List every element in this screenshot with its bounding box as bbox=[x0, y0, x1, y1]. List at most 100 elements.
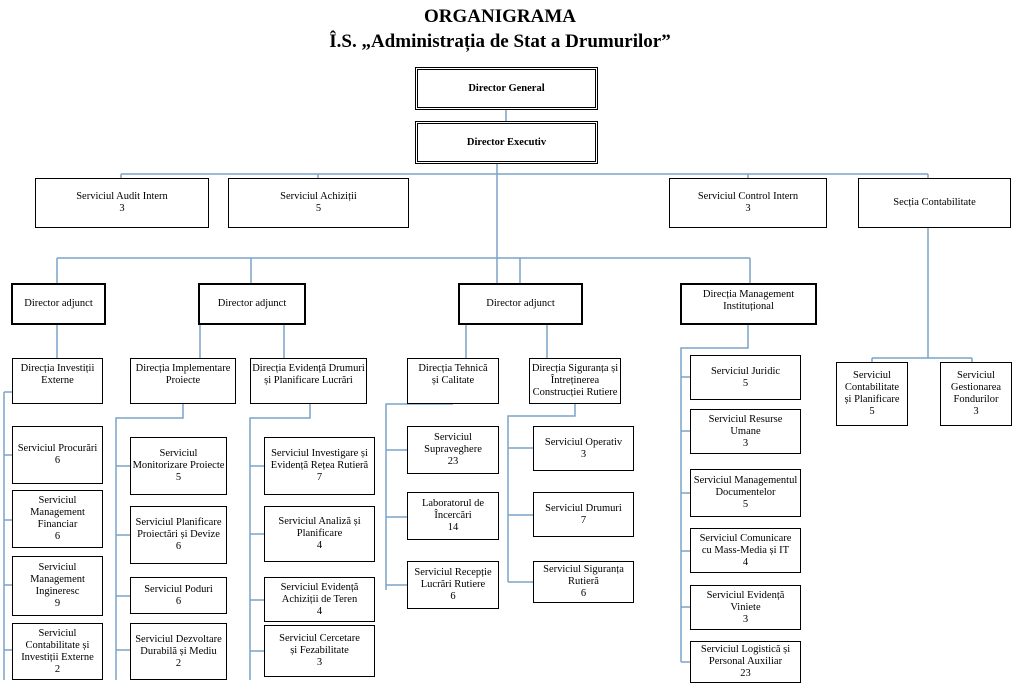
serviciu-management-4-count: 4 bbox=[742, 556, 749, 568]
directia-implementare-proiecte-name: Direcția Implementare Proiecte bbox=[135, 363, 231, 386]
directia-implementare-proiecte: Direcția Implementare Proiecte bbox=[130, 358, 236, 404]
serviciul-audit-intern-count: 3 bbox=[119, 203, 125, 214]
director-adjunct-3-name: Director adjunct bbox=[486, 298, 555, 309]
directia-siguranta-intretinere-name: Direcția Siguranța și Întreținerea Const… bbox=[531, 363, 619, 398]
directia-siguranta-intretinere: Direcția Siguranța și Întreținerea Const… bbox=[529, 358, 621, 404]
directia-evidenta-drumuri-name: Direcția Evidență Drumuri și Planificare… bbox=[252, 363, 365, 386]
serviciu-evidenta-1-count: 7 bbox=[316, 472, 323, 483]
serviciu-management-1-count: 5 bbox=[742, 377, 749, 389]
serviciu-tehnica-3-name: Serviciul Recepție Lucrări Rutiere bbox=[414, 567, 492, 590]
serviciu-evidenta-4-name: Serviciul Cercetare și Fezabilitate bbox=[279, 633, 360, 656]
directia-evidenta-drumuri: Direcția Evidență Drumuri și Planificare… bbox=[250, 358, 367, 404]
serviciu-evidenta-1-name: Serviciul Investigare și Evidență Rețea … bbox=[270, 448, 369, 471]
serviciu-contabilitate-2-name: Serviciul Gestionarea Fondurilor bbox=[950, 370, 1002, 405]
connector-line bbox=[249, 404, 311, 680]
serviciu-investitii-1-count: 6 bbox=[54, 455, 61, 466]
serviciul-control-intern-count: 3 bbox=[745, 203, 751, 214]
serviciu-implementare-4-name: Serviciul Dezvoltare Durabilă și Mediu bbox=[135, 633, 222, 657]
serviciu-tehnica-1-name: Serviciul Supraveghere bbox=[424, 432, 482, 455]
serviciu-implementare-2-count: 6 bbox=[175, 541, 182, 552]
serviciu-evidenta-3-name: Serviciul Evidență Achiziții de Teren bbox=[280, 581, 359, 605]
serviciu-investitii-3-name: Serviciul Management Ingineresc bbox=[30, 562, 85, 597]
connector-line bbox=[115, 404, 184, 680]
serviciul-control-intern-name: Serviciul Control Intern bbox=[697, 191, 799, 202]
serviciu-siguranta-1-count: 3 bbox=[580, 448, 587, 460]
serviciu-investitii-2-count: 6 bbox=[54, 531, 61, 542]
directia-tehnica-calitate: Direcția Tehnică și Calitate bbox=[407, 358, 499, 404]
serviciu-management-2-name: Serviciul Resurse Umane bbox=[708, 413, 783, 437]
serviciu-management-3-name: Serviciul Managementul Documentelor bbox=[693, 475, 798, 498]
serviciu-investitii-4-count: 2 bbox=[54, 663, 61, 675]
director-executiv-box-label: Director Executiv bbox=[466, 136, 547, 148]
serviciu-implementare-1-count: 5 bbox=[175, 472, 182, 483]
serviciu-implementare-2: Serviciul Planificare Proiectări și Devi… bbox=[130, 506, 227, 564]
directia-management-institutional: Direcția Management Instituțional bbox=[680, 283, 817, 325]
sectia-contabilitate-name: Secția Contabilitate bbox=[893, 197, 976, 208]
serviciu-siguranta-2-name: Serviciul Drumuri bbox=[545, 502, 622, 514]
serviciu-tehnica-1-count: 23 bbox=[447, 456, 459, 467]
directia-management-institutional-name: Direcția Management Instituțional bbox=[702, 289, 795, 312]
connector-line bbox=[385, 403, 453, 590]
serviciu-evidenta-2-name: Serviciul Analiză și Planificare bbox=[278, 516, 361, 539]
serviciu-management-6: Serviciul Logistică și Personal Auxiliar… bbox=[690, 641, 801, 683]
serviciu-management-1-name: Serviciul Juridic bbox=[710, 365, 781, 377]
director-general-box-label: Director General bbox=[468, 82, 545, 94]
serviciu-investitii-3-count: 9 bbox=[54, 598, 61, 609]
serviciu-evidenta-3-count: 4 bbox=[316, 605, 323, 617]
serviciul-achizitii-name: Serviciul Achiziții bbox=[280, 191, 357, 202]
serviciu-implementare-4-count: 2 bbox=[175, 657, 182, 669]
chart-title: ORGANIGRAMA bbox=[424, 6, 576, 27]
serviciu-management-4: Serviciul Comunicare cu Mass-Media și IT… bbox=[690, 528, 801, 573]
serviciu-evidenta-4-count: 3 bbox=[316, 657, 323, 668]
serviciu-contabilitate-1-name: Serviciul Contabilitate și Planificare bbox=[844, 370, 900, 405]
serviciu-investitii-4-name: Serviciul Contabilitate și Investiții Ex… bbox=[21, 627, 94, 663]
serviciu-contabilitate-1-count: 5 bbox=[869, 406, 875, 417]
director-general-box: Director General bbox=[415, 67, 598, 110]
director-executiv-box: Director Executiv bbox=[415, 121, 598, 164]
chart-subtitle: Î.S. „Administrația de Stat a Drumurilor… bbox=[329, 31, 671, 52]
serviciu-implementare-2-name: Serviciul Planificare Proiectări și Devi… bbox=[135, 517, 222, 540]
director-adjunct-3: Director adjunct bbox=[458, 283, 583, 325]
director-adjunct-1-name: Director adjunct bbox=[24, 298, 93, 309]
serviciu-management-6-name: Serviciul Logistică și Personal Auxiliar bbox=[700, 644, 791, 667]
connector-line bbox=[680, 325, 749, 662]
director-adjunct-2: Director adjunct bbox=[198, 283, 306, 325]
serviciu-implementare-1-name: Serviciul Monitorizare Proiecte bbox=[132, 448, 225, 471]
serviciu-evidenta-1: Serviciul Investigare și Evidență Rețea … bbox=[264, 437, 375, 495]
director-adjunct-2-name: Director adjunct bbox=[217, 298, 287, 309]
directia-investitii-externe-name: Direcția Investiții Externe bbox=[20, 363, 95, 386]
directia-tehnica-calitate-name: Direcția Tehnică și Calitate bbox=[418, 363, 488, 386]
serviciu-management-5-name: Serviciul Evidență Viniete bbox=[706, 589, 785, 613]
serviciu-tehnica-3-count: 6 bbox=[450, 591, 456, 602]
connector-line bbox=[507, 404, 576, 582]
serviciu-implementare-3-count: 6 bbox=[175, 595, 182, 607]
serviciu-management-3-count: 5 bbox=[742, 499, 749, 510]
director-adjunct-1: Director adjunct bbox=[11, 283, 106, 325]
serviciu-siguranta-2-count: 7 bbox=[580, 514, 587, 526]
serviciu-implementare-3-name: Serviciul Poduri bbox=[144, 583, 213, 595]
